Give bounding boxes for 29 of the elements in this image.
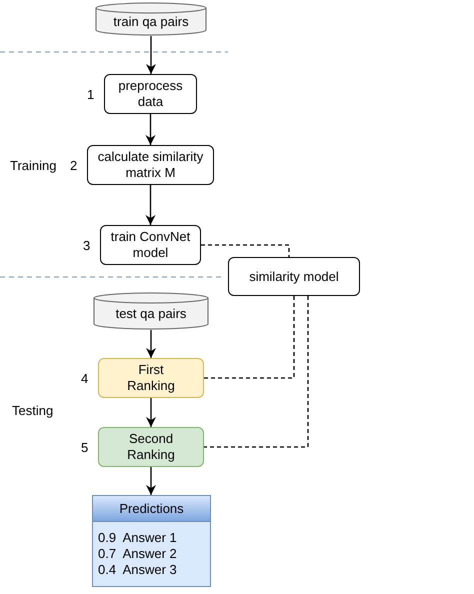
step-number: 4 — [81, 372, 88, 385]
step-number: 1 — [87, 88, 94, 101]
section-label: Training — [10, 157, 56, 175]
process-box: train ConvNet model — [100, 225, 201, 265]
arrow — [146, 185, 156, 225]
process-box: preprocess data — [104, 74, 197, 114]
dashed-connector — [204, 296, 295, 379]
database-cylinder: train qa pairs — [95, 2, 207, 36]
process-box: calculate similarity matrix M — [87, 145, 214, 185]
dashed-connector — [204, 296, 309, 448]
process-box: Second Ranking — [98, 427, 204, 467]
prediction-row-text: 0.4 Answer 3 — [98, 562, 178, 578]
step-number: 2 — [70, 159, 78, 172]
prediction-row-text: 0.9 Answer 1 — [98, 530, 178, 546]
arrow — [146, 330, 156, 358]
prediction-row-text: 0.7 Answer 2 — [98, 546, 178, 562]
arrow — [146, 36, 156, 74]
table-header: Predictions — [93, 496, 210, 522]
process-box: similarity model — [228, 257, 360, 296]
database-cylinder: test qa pairs — [93, 292, 209, 330]
step-number: 3 — [83, 239, 90, 252]
dashed-connector — [201, 244, 290, 257]
arrow — [146, 398, 156, 427]
section-label: Testing — [12, 402, 54, 420]
process-box: First Ranking — [98, 358, 204, 398]
predictions-table — [92, 495, 211, 587]
step-number: 5 — [81, 441, 88, 454]
arrow — [146, 114, 156, 145]
arrow — [146, 467, 156, 495]
